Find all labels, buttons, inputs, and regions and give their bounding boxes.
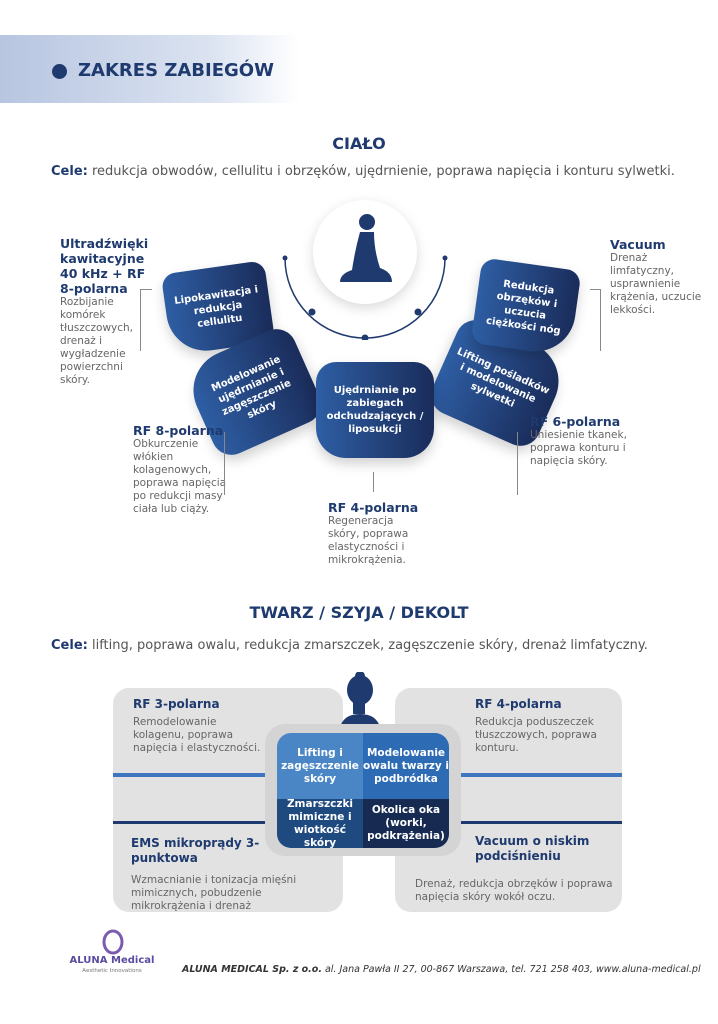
head-silhouette-icon xyxy=(340,672,380,727)
treatment-name: Vacuum xyxy=(610,237,666,252)
treatment-desc: Redukcja poduszeczek tłuszczowych, popra… xyxy=(475,716,597,754)
quadrant-okolica-oka: Okolica oka (worki, podkrążenia) xyxy=(363,799,449,848)
quadrant-grid: Lifting i zagęszczenie skóry Modelowanie… xyxy=(277,733,449,848)
treatment-desc: Obkurczenie włókien kolagenowych, popraw… xyxy=(133,438,227,515)
body-goals: Cele: redukcja obwodów, cellulitu i obrz… xyxy=(51,164,675,179)
body-arc xyxy=(282,200,448,340)
footer-contact: ALUNA MEDICAL Sp. z o.o. al. Jana Pawła … xyxy=(182,964,701,975)
logo-tagline: Aesthetic Innovations xyxy=(82,968,142,974)
treatment-name: RF 6-polarna xyxy=(530,414,621,429)
treatment-name: RF 3-polarna xyxy=(133,697,220,711)
treatment-name: RF 4-polarna xyxy=(475,697,562,711)
treatment-name: Vacuum o niskim podciśnieniu xyxy=(475,834,590,863)
face-goals: Cele: lifting, poprawa owalu, redukcja z… xyxy=(51,638,648,653)
connector xyxy=(140,289,152,290)
company-name: ALUNA MEDICAL Sp. z o.o. xyxy=(182,964,322,975)
goals-text: redukcja obwodów, cellulitu i obrzęków, … xyxy=(87,164,675,179)
goals-text: lifting, poprawa owalu, redukcja zmarszc… xyxy=(87,638,648,653)
connector xyxy=(224,432,225,495)
treatment-ultradzwieki: Ultradźwięki kawitacyjne 40 kHz + RF 8-p… xyxy=(60,236,150,387)
treatment-name: RF 8-polarna xyxy=(133,423,224,438)
face-section-title: TWARZ / SZYJA / DEKOLT xyxy=(249,603,469,622)
page-title: ZAKRES ZABIEGÓW xyxy=(78,60,274,81)
connector xyxy=(140,289,141,351)
treatment-desc: Rozbijanie komórek tłuszczowych, drenaż … xyxy=(60,296,134,386)
meditation-figure-icon xyxy=(340,214,392,282)
treatment-desc: Drenaż, redukcja obrzęków i poprawa napi… xyxy=(415,878,613,903)
logo-name: ALUNA Medical xyxy=(69,955,155,966)
quadrant-zmarszczki: Zmarszczki mimiczne i wiotkość skóry xyxy=(277,798,363,848)
quadrant-lifting: Lifting i zagęszczenie skóry xyxy=(277,733,363,799)
treatment-desc: Uniesienie tkanek, poprawa konturu i nap… xyxy=(530,429,627,467)
treatment-desc: Wzmacnianie i tonizacja mięśni mimicznyc… xyxy=(131,874,297,912)
connector xyxy=(517,432,518,495)
treatment-name: Ultradźwięki kawitacyjne 40 kHz + RF 8-p… xyxy=(60,236,149,296)
connector xyxy=(590,289,601,290)
goals-label: Cele: xyxy=(51,164,88,179)
connector xyxy=(600,289,601,351)
header-band xyxy=(0,35,300,103)
treatment-name: RF 4-polarna xyxy=(328,500,419,515)
bullet-icon xyxy=(52,64,67,79)
treatment-name: EMS mikroprądy 3-punktowa xyxy=(131,836,260,865)
quadrant-modelowanie: Modelowanie owalu twarzy i podbródka xyxy=(363,733,449,799)
logo-ring-icon xyxy=(102,929,124,955)
goals-label: Cele: xyxy=(51,638,88,653)
body-section-title: CIAŁO xyxy=(332,134,386,153)
petal-ujedrnianie: Ujędrnianie po zabiegach odchudzających … xyxy=(316,362,434,458)
company-address: al. Jana Pawła II 27, 00-867 Warszawa, t… xyxy=(321,964,701,975)
treatment-desc: Regeneracja skóry, poprawa elastyczności… xyxy=(328,515,409,566)
connector xyxy=(373,472,374,492)
treatment-desc: Drenaż limfatyczny, usprawnienie krążeni… xyxy=(610,252,702,316)
treatment-desc: Remodelowanie kolagenu, poprawa napięcia… xyxy=(133,716,261,754)
petal-redukcja: Redukcja obrzęków i uczucia ciężkości nó… xyxy=(470,257,582,357)
